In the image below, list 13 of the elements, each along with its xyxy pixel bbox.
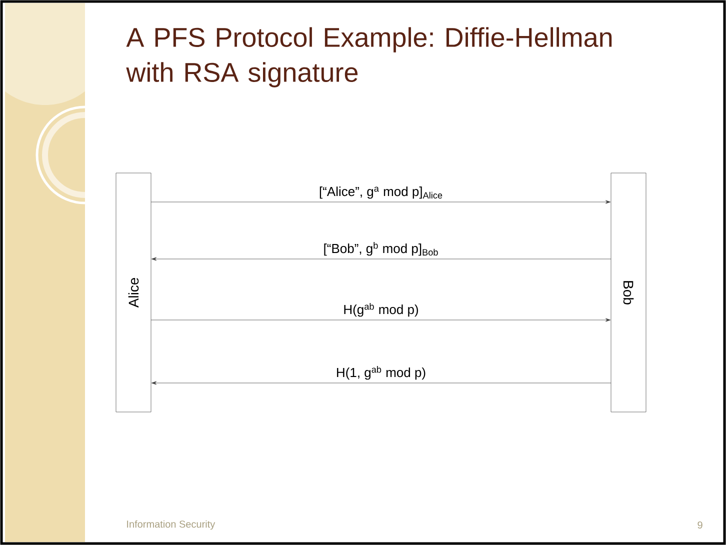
message-arrow (150, 200, 611, 204)
message-label: [“Bob”, g$^{b}$ mod p]$_{Bob}$ (322, 241, 440, 257)
footer-text: Information Security (127, 520, 216, 530)
message-arrow (150, 318, 611, 322)
message-arrow (151, 381, 612, 385)
page-number: 9 (698, 521, 702, 529)
slide-title: A PFS Protocol Example: Diffie-Hellman with RSA signature (126, 27, 612, 88)
participant-box: Bob (610, 172, 646, 412)
message-arrow (151, 257, 612, 261)
message-label: [“Alice”, g$^{a}$ mod p]$_{Alice}$ (318, 186, 444, 200)
message-label: H(g$^{ab}$ mod p) (342, 302, 420, 318)
message-label: H(1, g$^{ab}$ mod p) (334, 365, 428, 381)
participant-box: Alice (116, 172, 152, 412)
